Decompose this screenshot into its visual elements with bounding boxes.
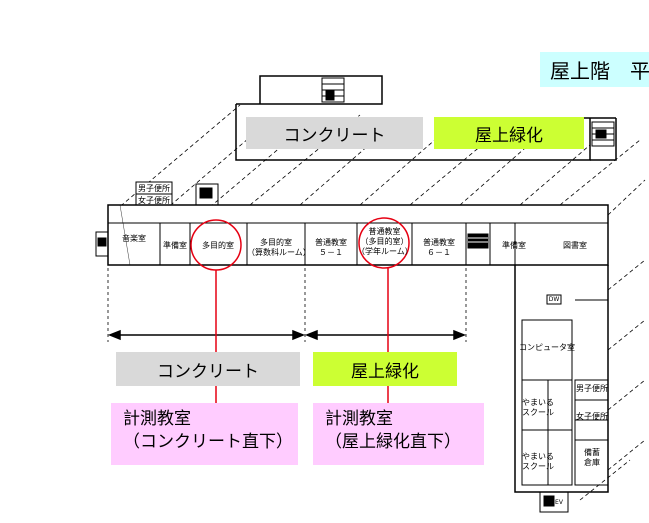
room-girls-toilet-top: 女子便所 — [138, 196, 170, 205]
room-prep-1: 準備室 — [163, 241, 187, 250]
roof-concrete-lower: コンクリート — [116, 352, 300, 386]
room-multipurpose-2-line1: 多目的室 — [260, 238, 292, 247]
room-storage: 備蓄 倉庫 — [576, 448, 608, 468]
room-boys-toilet-top: 男子便所 — [138, 184, 170, 193]
roof-concrete-upper: コンクリート — [246, 117, 423, 149]
room-classroom-6-1-line1: 普通教室 — [423, 238, 455, 247]
room-storage-line2: 倉庫 — [584, 458, 600, 467]
stair-top — [321, 77, 345, 103]
room-storage-line1: 備蓄 — [584, 448, 600, 457]
callout-concrete: 計測教室 （コンクリート直下） — [111, 403, 298, 465]
room-classroom-5-1: 普通教室 ５－１ — [305, 238, 357, 258]
room-multipurpose-2: 多目的室 （算数科ルーム） — [247, 238, 311, 258]
room-boys-toilet-side: 男子便所 — [576, 384, 608, 393]
room-yamairu-1-line2: スクール — [522, 408, 554, 417]
roof-green-lower: 屋上緑化 — [313, 352, 457, 386]
stair-middle — [467, 233, 489, 249]
room-classroom-multipurpose-line2: （多目的室） — [360, 237, 409, 246]
room-classroom-5-1-line2: ５－１ — [319, 248, 343, 257]
stair-right — [591, 121, 615, 147]
room-music: 音楽室 — [122, 234, 146, 243]
room-yamairu-2: やまいる スクール — [522, 452, 554, 472]
room-girls-toilet-side: 女子便所 — [576, 412, 608, 421]
room-classroom-multipurpose-line1: 普通教室 — [368, 227, 401, 236]
room-classroom-6-1-line2: ６－１ — [427, 248, 451, 257]
room-classroom-multipurpose-line3: （学年ルーム） — [357, 247, 413, 256]
callout-green-line2: （屋上緑化直下） — [325, 432, 461, 452]
room-classroom-multipurpose: 普通教室 （多目的室） （学年ルーム） — [357, 227, 413, 257]
room-yamairu-2-line1: やまいる — [522, 452, 554, 461]
room-dw: DW — [548, 296, 560, 303]
callout-concrete-line2: （コンクリート直下） — [123, 432, 293, 452]
callout-green-line1: 計測教室 — [325, 409, 393, 429]
room-library: 図書室 — [563, 241, 587, 250]
floor-title: 屋上階 平 — [540, 52, 649, 87]
dimension-arrows — [107, 329, 467, 341]
callout-green: 計測教室 （屋上緑化直下） — [313, 403, 484, 465]
room-multipurpose-1: 多目的室 — [202, 241, 234, 250]
roof-green-upper: 屋上緑化 — [434, 117, 584, 149]
right-wing-rooms — [521, 294, 609, 513]
stair-left — [95, 231, 109, 257]
room-multipurpose-2-line2: （算数科ルーム） — [247, 248, 311, 257]
guide-lines — [107, 268, 467, 342]
room-ev: EV — [555, 499, 563, 506]
room-classroom-6-1: 普通教室 ６－１ — [412, 238, 466, 258]
main-building — [107, 204, 609, 266]
room-yamairu-2-line2: スクール — [522, 462, 554, 471]
marker-green — [358, 217, 410, 269]
room-classroom-5-1-line1: 普通教室 — [315, 238, 347, 247]
callout-concrete-line1: 計測教室 — [123, 409, 191, 429]
room-yamairu-1-line1: やまいる — [522, 398, 554, 407]
room-computer: コンピュータ室 — [519, 343, 575, 352]
room-yamairu-1: やまいる スクール — [522, 398, 554, 418]
room-prep-2: 準備室 — [502, 241, 526, 250]
